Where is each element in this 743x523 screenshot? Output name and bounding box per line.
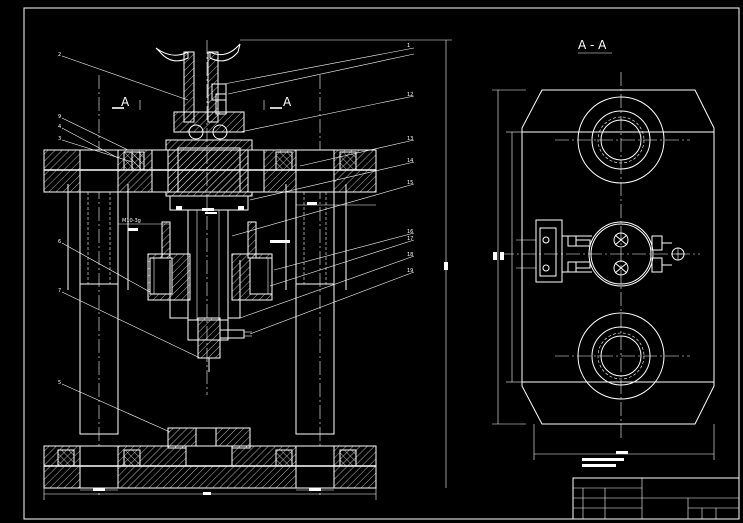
part-number-9: 9: [58, 114, 61, 120]
part-number-18: 18: [407, 252, 413, 258]
title-block: [572, 477, 740, 520]
part-number-16: 16: [407, 229, 413, 235]
section-view-title: A - A: [578, 38, 607, 52]
thread-note: M10-3g: [122, 218, 141, 224]
part-number-13: 13: [407, 136, 413, 142]
section-mark-left: A: [121, 95, 130, 109]
part-number-2: 2: [58, 52, 61, 58]
section-view: A - A: [492, 38, 715, 467]
part-number-5: 5: [58, 380, 61, 386]
part-number-3: 3: [58, 136, 61, 142]
leader-lines: [61, 47, 415, 433]
part-number-15: 15: [407, 180, 413, 186]
part-number-19: 19: [407, 268, 413, 274]
part-number-14: 14: [407, 158, 413, 164]
part-number-17: 17: [407, 236, 413, 242]
part-number-4: 4: [58, 124, 61, 130]
part-number-7: 7: [58, 288, 61, 294]
part-number-12: 12: [407, 92, 413, 98]
part-number-6: 6: [58, 239, 61, 245]
drawing-frame: [23, 7, 740, 520]
front-view: A A M10-3g 1 12 13 14 15: [43, 39, 452, 500]
part-number-1: 1: [407, 43, 410, 49]
section-mark-right: A: [283, 95, 292, 109]
